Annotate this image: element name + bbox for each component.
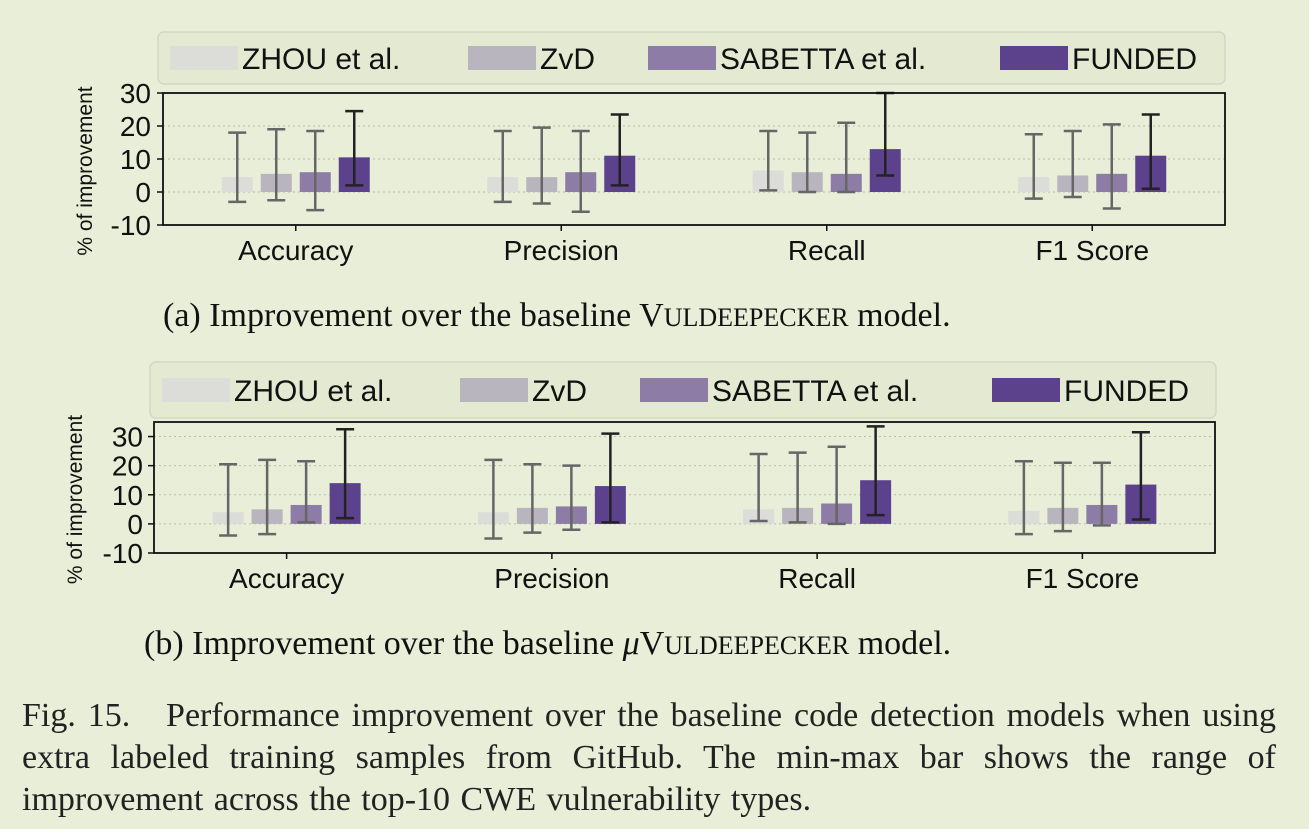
- figure-caption-text: Performance improvement over the baselin…: [22, 697, 1276, 818]
- x-tick-label: Recall: [778, 563, 856, 594]
- subfigure-caption: (b) Improvement over the baseline μVULDE…: [144, 625, 951, 662]
- bar-chart-b: ZHOU et al. ZvD SABETTA et al. FUNDED Accura…: [64, 361, 1217, 662]
- legend-swatch-3: [992, 378, 1060, 402]
- y-tick-label: 30: [120, 78, 151, 109]
- y-tick-label: 20: [112, 451, 143, 482]
- y-tick-label: -10: [103, 538, 143, 569]
- y-axis-label: % of improvement: [74, 86, 97, 255]
- chart-panel-a: ZHOU et al. ZvD SABETTA et al. FUNDED Accura…: [0, 28, 1309, 338]
- legend-swatch-1: [460, 378, 528, 402]
- legend-swatch-3: [1000, 46, 1068, 70]
- figure-caption: Fig. 15. Performance improvement over th…: [22, 695, 1276, 821]
- chart-panel-b: ZHOU et al. ZvD SABETTA et al. FUNDED Accura…: [0, 360, 1309, 670]
- legend-swatch-0: [170, 46, 238, 70]
- legend-label-1: ZvD: [540, 43, 595, 76]
- y-tick-label: 0: [135, 177, 151, 208]
- x-tick-label: Accuracy: [238, 235, 353, 266]
- plot-area: [154, 422, 1215, 553]
- legend-label-0: ZHOU et al.: [234, 375, 392, 408]
- legend-swatch-2: [648, 46, 716, 70]
- legend-swatch-0: [162, 378, 230, 402]
- y-tick-label: 10: [120, 144, 151, 175]
- legend-swatch-1: [468, 46, 536, 70]
- x-tick-label: Precision: [504, 235, 619, 266]
- y-axis-label: % of improvement: [64, 415, 87, 584]
- legend-label-0: ZHOU et al.: [242, 43, 400, 76]
- plot-frame: [153, 421, 1216, 554]
- legend-label-1: ZvD: [532, 375, 587, 408]
- legend-label-3: FUNDED: [1072, 43, 1197, 76]
- x-tick-label: F1 Score: [1026, 563, 1140, 594]
- y-tick-label: 0: [127, 509, 143, 540]
- x-tick-label: Recall: [788, 235, 866, 266]
- x-tick-label: Precision: [494, 563, 609, 594]
- y-tick-label: -10: [111, 210, 151, 241]
- legend-label-2: SABETTA et al.: [720, 43, 926, 76]
- legend-swatch-2: [640, 378, 708, 402]
- y-tick-label: 30: [112, 422, 143, 453]
- x-tick-label: Accuracy: [229, 563, 344, 594]
- legend-label-2: SABETTA et al.: [712, 375, 918, 408]
- x-tick-label: F1 Score: [1035, 235, 1149, 266]
- y-tick-label: 10: [112, 480, 143, 511]
- figure-caption-label: Fig. 15.: [22, 697, 131, 734]
- subfigure-caption: (a) Improvement over the baseline VULDEE…: [163, 297, 951, 334]
- y-tick-label: 20: [120, 111, 151, 142]
- bar-chart-a: ZHOU et al. ZvD SABETTA et al. FUNDED Accura…: [74, 31, 1226, 334]
- legend-label-3: FUNDED: [1064, 375, 1189, 408]
